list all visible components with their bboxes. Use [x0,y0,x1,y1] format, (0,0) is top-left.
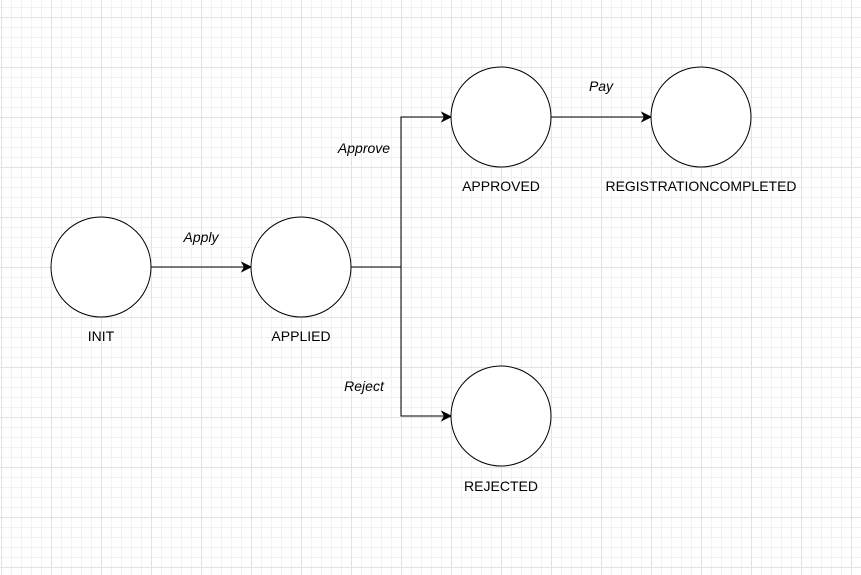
edge-reject-arrowhead [440,410,453,422]
state-init-label: INIT [87,328,115,344]
state-applied-label: APPLIED [271,328,331,344]
state-registration-completed-label: REGISTRATIONCOMPLETED [605,178,797,194]
edge-apply-label: Apply [183,229,219,245]
state-init-node[interactable] [50,216,152,318]
state-approved-node[interactable] [450,66,552,168]
state-registration-completed-node[interactable] [650,66,752,168]
state-rejected-label: REJECTED [464,478,538,494]
edge-reject-line[interactable] [400,267,444,417]
edge-approve-label: Approve [337,140,391,156]
edge-pay-arrowhead [640,111,653,123]
state-approved-label: APPROVED [462,178,540,194]
state-applied-node[interactable] [250,216,352,318]
state-rejected-node[interactable] [450,365,552,467]
edge-reject-label: Reject [344,378,384,394]
edge-approve-arrowhead [440,111,453,123]
edge-approve-line[interactable] [351,116,444,268]
edge-apply-arrowhead [240,261,253,273]
edge-pay-label: Pay [588,78,614,94]
